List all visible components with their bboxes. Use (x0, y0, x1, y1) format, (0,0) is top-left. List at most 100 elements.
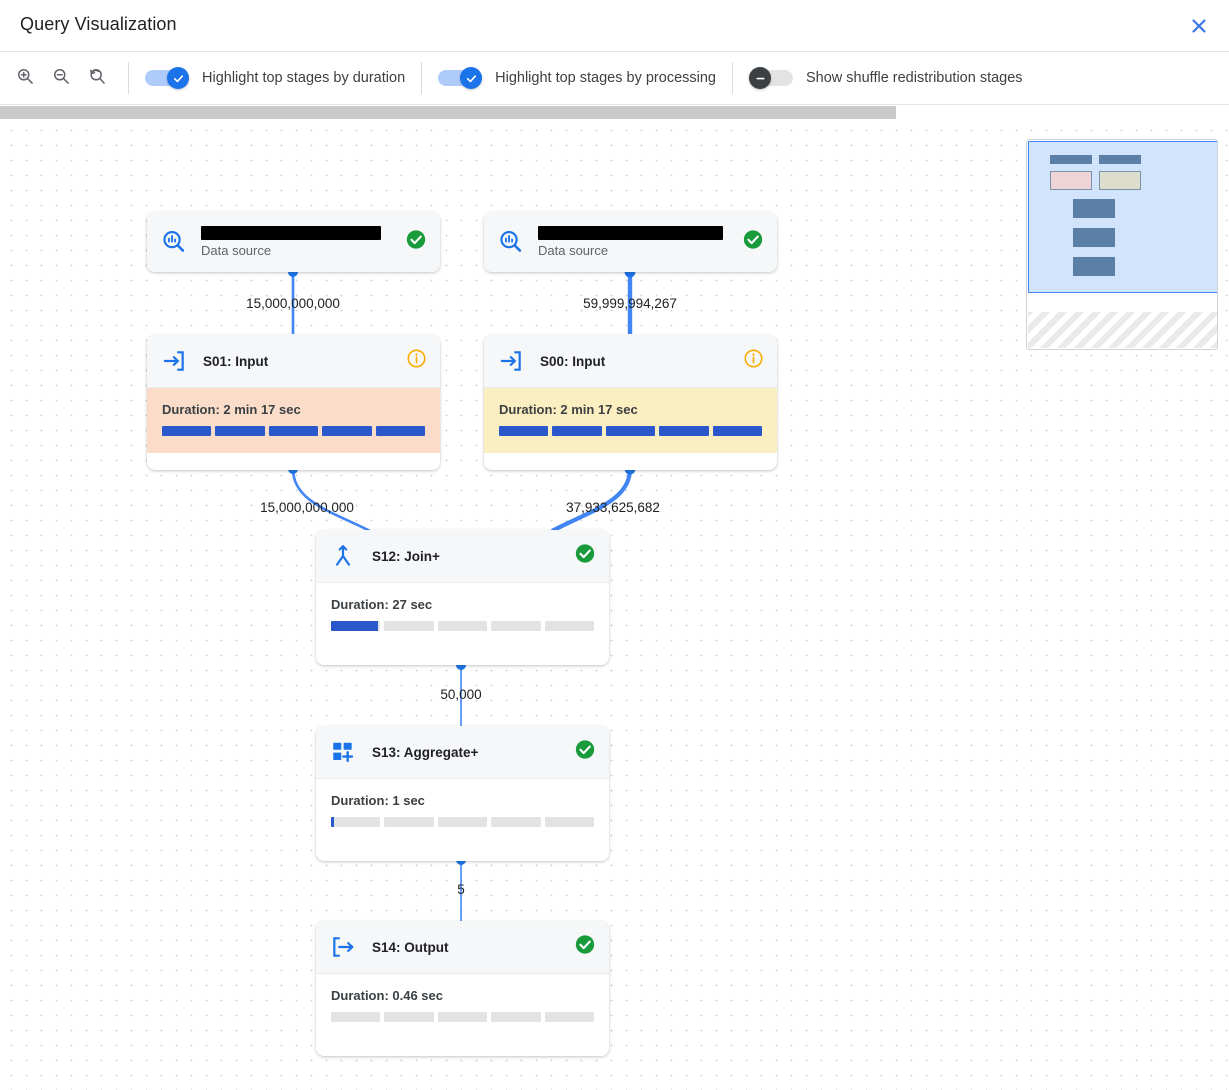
close-button[interactable] (1181, 8, 1217, 44)
node-body: Duration: 2 min 17 sec (147, 388, 440, 453)
datasource-name-redacted (201, 226, 381, 240)
progress-segment (491, 1012, 541, 1022)
progress-segment (331, 621, 381, 631)
minimap-node (1073, 199, 1115, 218)
progress-segment (544, 817, 595, 827)
toggle-highlight-duration[interactable]: Highlight top stages by duration (145, 67, 405, 89)
progress-segment (384, 1012, 434, 1022)
status-badge-success (574, 543, 596, 570)
toggle-highlight-processing-switch[interactable] (438, 67, 484, 89)
node-stage-s13[interactable]: S13: Aggregate+ Duration: 1 sec (316, 726, 609, 861)
node-title: S14: Output (372, 939, 449, 955)
input-arrow-icon (498, 348, 526, 374)
toggle-highlight-processing[interactable]: Highlight top stages by processing (438, 67, 716, 89)
node-header: S12: Join+ (316, 530, 609, 583)
toggle-show-shuffle-stages[interactable]: Show shuffle redistribution stages (749, 67, 1023, 89)
zoom-controls (0, 65, 110, 91)
node-header: S00: Input (484, 335, 777, 388)
node-title: S12: Join+ (372, 548, 440, 564)
toggle-highlight-duration-label: Highlight top stages by duration (202, 70, 406, 86)
progress-segment (499, 426, 549, 436)
input-arrow-icon (161, 348, 189, 374)
node-header: Data source (147, 212, 440, 272)
zoom-in-button[interactable] (12, 65, 38, 91)
node-stage-s00[interactable]: S00: Input Duration: 2 min 17 sec (484, 335, 777, 470)
progress-segment (437, 621, 488, 631)
node-datasource-left[interactable]: Data source (147, 212, 440, 272)
zoom-in-icon (15, 66, 35, 91)
progress-segment (544, 1012, 595, 1022)
duration-label: Duration: 2 min 17 sec (499, 402, 638, 417)
progress-segment (437, 817, 488, 827)
node-stage-s14[interactable]: S14: Output Duration: 0.46 sec (316, 921, 609, 1056)
node-title: S13: Aggregate+ (372, 744, 479, 760)
duration-label: Duration: 2 min 17 sec (162, 402, 301, 417)
edge-label: 5 (457, 882, 465, 897)
minimap-viewport[interactable] (1028, 141, 1217, 293)
visualization-toolbar: Highlight top stages by duration Highlig… (0, 52, 1229, 105)
node-datasource-texts: Data source (538, 226, 723, 258)
edge-label: 37,933,625,682 (566, 500, 660, 515)
node-header: S13: Aggregate+ (316, 726, 609, 779)
edge-label: 50,000 (440, 687, 482, 702)
node-body: Duration: 1 sec (316, 779, 609, 844)
progress-segment (384, 817, 434, 827)
zoom-out-icon (51, 66, 71, 91)
node-subtitle: Data source (201, 243, 272, 258)
toggle-show-shuffle-stages-label: Show shuffle redistribution stages (806, 70, 1023, 86)
toggle-highlight-processing-label: Highlight top stages by processing (495, 70, 716, 86)
progress-segment (162, 426, 212, 436)
progress-segment (331, 1012, 381, 1022)
minimap-node-highlight-duration (1050, 171, 1092, 190)
duration-label: Duration: 27 sec (331, 597, 433, 612)
horizontal-scrollbar[interactable] (0, 106, 1229, 119)
zoom-reset-icon (87, 66, 107, 91)
node-stage-s01[interactable]: S01: Input Duration: 2 min 17 sec (147, 335, 440, 470)
switch-knob (167, 67, 189, 89)
window-titlebar: Query Visualization (0, 0, 1229, 52)
minimap-node-highlight-processing (1099, 171, 1141, 190)
bigquery-datasource-icon (498, 229, 526, 255)
horizontal-scrollbar-thumb[interactable] (0, 106, 896, 119)
status-badge-success (742, 229, 764, 256)
progress-segment (375, 426, 426, 436)
toggle-highlight-duration-switch[interactable] (145, 67, 191, 89)
graph-canvas[interactable]: 15,000,000,000 59,999,994,267 15,000,000… (0, 119, 1229, 1090)
zoom-reset-button[interactable] (84, 65, 110, 91)
output-arrow-icon (330, 934, 358, 960)
duration-label: Duration: 0.46 sec (331, 988, 443, 1003)
minimap-offscreen-area (1028, 312, 1217, 348)
progress-segment (491, 817, 541, 827)
node-datasource-right[interactable]: Data source (484, 212, 777, 272)
check-icon (466, 74, 476, 82)
node-datasource-texts: Data source (201, 226, 381, 258)
close-icon (1188, 15, 1210, 37)
status-badge-success (574, 934, 596, 961)
status-badge-info (743, 348, 764, 374)
bigquery-datasource-icon (161, 229, 189, 255)
node-title: S00: Input (540, 353, 606, 369)
duration-label: Duration: 1 sec (331, 793, 425, 808)
edge-label: 15,000,000,000 (246, 296, 340, 311)
node-stage-s12[interactable]: S12: Join+ Duration: 27 sec (316, 530, 609, 665)
node-subtitle: Data source (538, 243, 609, 258)
join-merge-icon (330, 543, 358, 569)
progress-bar (331, 817, 595, 827)
progress-segment (544, 621, 595, 631)
minimap-node (1050, 155, 1092, 164)
progress-bar (499, 426, 763, 436)
node-title: S01: Input (203, 353, 269, 369)
status-badge-success (405, 229, 427, 256)
toggle-show-shuffle-stages-switch[interactable] (749, 67, 795, 89)
minimap-node (1073, 257, 1115, 276)
switch-knob (460, 67, 483, 89)
toolbar-divider-1 (128, 62, 129, 94)
check-icon (173, 74, 183, 82)
progress-segment (437, 1012, 488, 1022)
aggregate-plus-icon (330, 739, 358, 765)
zoom-out-button[interactable] (48, 65, 74, 91)
progress-segment (268, 426, 319, 436)
node-body: Duration: 0.46 sec (316, 974, 609, 1039)
progress-segment (215, 426, 265, 436)
graph-minimap[interactable] (1026, 139, 1218, 350)
